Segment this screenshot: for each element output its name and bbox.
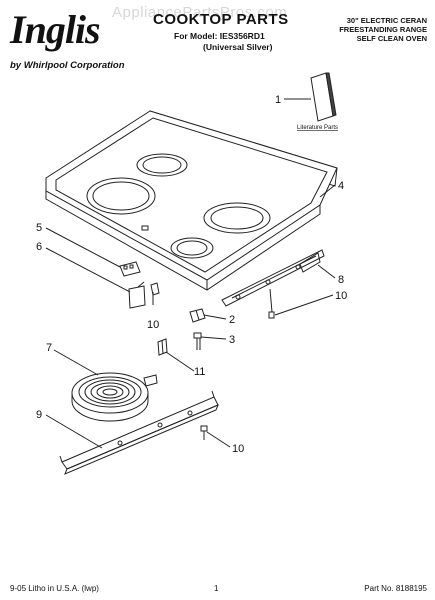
callout-8: 8 [338, 274, 344, 286]
radiant-surface-element [71, 372, 158, 422]
callout-11: 11 [194, 366, 205, 378]
element-retainer [157, 338, 168, 356]
leader-6 [45, 247, 131, 293]
brand-byline: by Whirlpool Corporation [10, 60, 125, 71]
leader-10b [274, 294, 334, 316]
callout-6: 6 [36, 241, 42, 253]
callout-4: 4 [338, 180, 344, 192]
leader-3 [200, 336, 227, 340]
leader-7 [53, 349, 99, 376]
footer-litho: 9-05 Litho in U.S.A. (lwp) [10, 584, 99, 593]
leader-9 [45, 414, 103, 449]
model-number: For Model: IES356RD1 [174, 31, 265, 41]
literature-parts-label: Literature Parts [297, 125, 338, 131]
brand-name: Inglis [10, 7, 101, 52]
callout-2: 2 [229, 314, 235, 326]
leader-5 [45, 227, 121, 268]
cooktop-main-top [45, 110, 338, 291]
callout-10-front: 10 [232, 443, 244, 455]
model-finish: (Universal Silver) [203, 42, 273, 52]
mounting-screw [193, 332, 202, 350]
leader-4 [319, 184, 336, 198]
leader-8 [317, 264, 336, 279]
bracket-screw [200, 425, 208, 440]
description-line-3: SELF CLEAN OVEN [356, 34, 427, 43]
spring-clip [189, 308, 206, 323]
terminal-bracket [128, 281, 160, 309]
leader-10c [206, 431, 231, 448]
leader-2 [203, 314, 227, 320]
callout-10-bracket: 10 [335, 290, 347, 302]
footer-page-number: 1 [214, 584, 219, 593]
front-support-bracket [59, 390, 219, 475]
terminal-block [119, 261, 141, 277]
callout-3: 3 [229, 334, 235, 346]
leader-11 [165, 351, 195, 372]
surface-element-rings [86, 153, 271, 259]
brand-logo: Inglis [10, 10, 140, 72]
product-description: 30" ELECTRIC CERAN FREESTANDING RANGE SE… [307, 16, 427, 43]
callout-10-terminal: 10 [147, 319, 159, 331]
callout-7: 7 [46, 342, 52, 354]
side-trim-bracket [221, 249, 325, 319]
literature-parts-booklet [310, 72, 337, 122]
description-line-2: FREESTANDING RANGE [339, 25, 427, 34]
callout-leader-lines [45, 98, 336, 449]
page-title: COOKTOP PARTS [153, 11, 289, 28]
callout-1: 1 [275, 94, 281, 106]
description-line-1: 30" ELECTRIC CERAN [346, 16, 427, 25]
callout-9: 9 [36, 409, 42, 421]
watermark: AppliancePartsPros.com [112, 4, 288, 21]
callout-5: 5 [36, 222, 42, 234]
footer-part-number: Part No. 8188195 [364, 584, 427, 593]
